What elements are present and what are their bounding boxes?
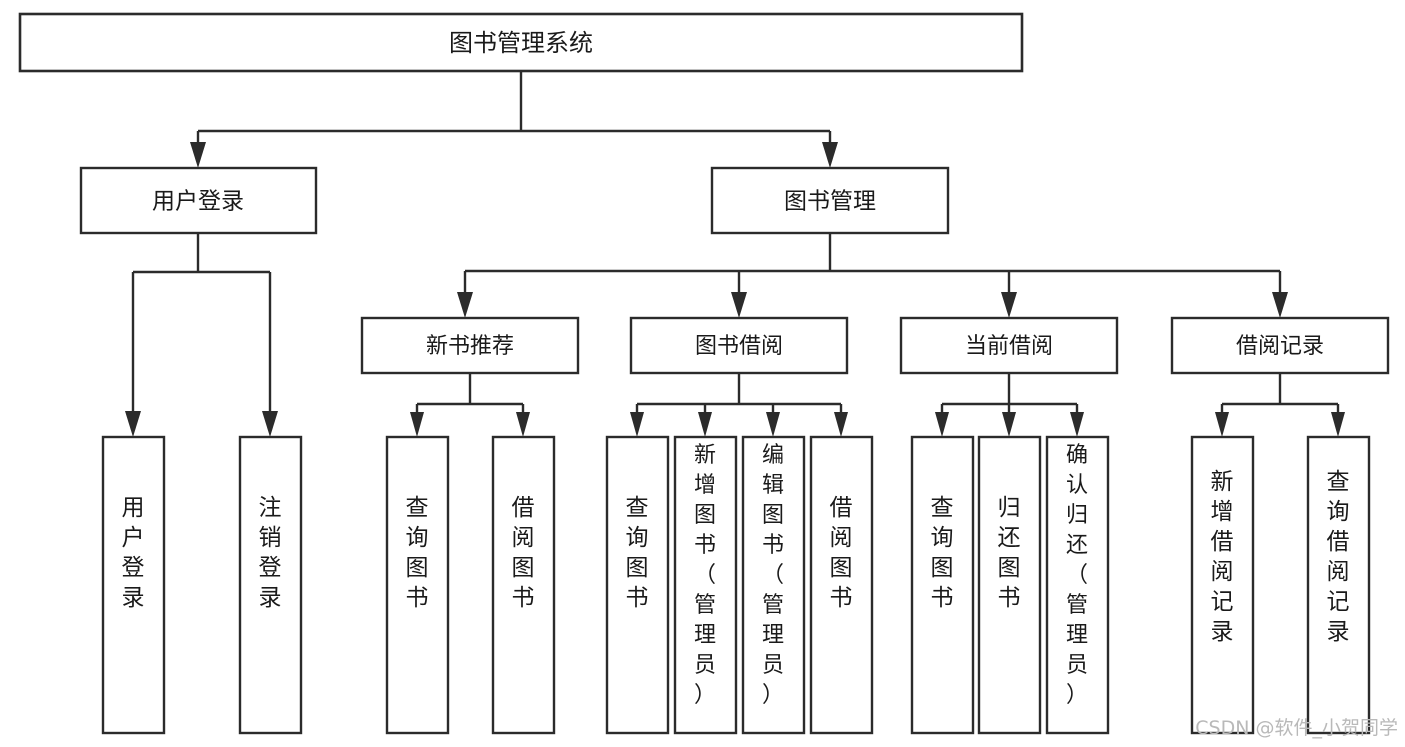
node-book-borrow-box[interactable] bbox=[629, 316, 849, 375]
node-borrow-record-label: 借阅记录 bbox=[1236, 334, 1324, 359]
arrowhead-leaf-add-book bbox=[698, 412, 712, 437]
leaf-return-book-box[interactable] bbox=[977, 435, 1042, 735]
leaf-add-book[interactable]: 新增图书（管理员） bbox=[673, 435, 738, 735]
arrowhead-leaf-query-record bbox=[1331, 412, 1345, 437]
leaf-query-book-3[interactable]: 查询图书 bbox=[910, 435, 975, 735]
node-new-book-recommend-box[interactable] bbox=[360, 316, 580, 375]
leaf-query-record-box[interactable] bbox=[1306, 435, 1371, 735]
leaf-user-login-box[interactable] bbox=[101, 435, 166, 735]
leaf-add-book-box[interactable] bbox=[673, 435, 738, 735]
node-book-borrow-label: 图书借阅 bbox=[695, 334, 783, 359]
leaf-confirm-return-box[interactable] bbox=[1045, 435, 1110, 735]
arrowhead-leaf-query-book-3 bbox=[935, 412, 949, 437]
connector-layer bbox=[125, 71, 1345, 437]
arrowhead-leaf-borrow-book-2 bbox=[834, 412, 848, 437]
arrowhead-leaf-return-book bbox=[1002, 412, 1016, 437]
leaf-query-record-label: 查询借阅记录 bbox=[1327, 469, 1350, 645]
node-user-login-box[interactable] bbox=[79, 166, 318, 235]
arrowhead-borrow-record bbox=[1272, 292, 1288, 318]
leaf-query-book-1-box[interactable] bbox=[385, 435, 450, 735]
leaf-borrow-book-1[interactable]: 借阅图书 bbox=[491, 435, 556, 735]
node-root[interactable]: 图书管理系统 bbox=[18, 12, 1024, 73]
node-root-box[interactable] bbox=[18, 12, 1024, 73]
leaf-borrow-book-1-label: 借阅图书 bbox=[512, 495, 535, 611]
node-borrow-record[interactable]: 借阅记录 bbox=[1170, 316, 1390, 375]
leaf-return-book[interactable]: 归还图书 bbox=[977, 435, 1042, 735]
leaf-query-record[interactable]: 查询借阅记录 bbox=[1306, 435, 1371, 735]
leaf-user-logout-box[interactable] bbox=[238, 435, 303, 735]
leaf-edit-book[interactable]: 编辑图书（管理员） bbox=[741, 435, 806, 735]
leaf-add-book-label: 新增图书（管理员） bbox=[694, 443, 716, 708]
leaf-borrow-book-2-box[interactable] bbox=[809, 435, 874, 735]
node-current-borrow[interactable]: 当前借阅 bbox=[899, 316, 1119, 375]
leaf-borrow-book-2-label: 借阅图书 bbox=[830, 495, 853, 611]
node-current-borrow-label: 当前借阅 bbox=[965, 334, 1053, 359]
node-new-book-recommend-label: 新书推荐 bbox=[426, 334, 514, 359]
node-book-manage-label: 图书管理 bbox=[784, 189, 876, 215]
arrowhead-leaf-user-logout bbox=[262, 411, 278, 437]
leaf-query-book-2[interactable]: 查询图书 bbox=[605, 435, 670, 735]
arrowhead-leaf-edit-book bbox=[766, 412, 780, 437]
node-user-login[interactable]: 用户登录 bbox=[79, 166, 318, 235]
leaf-query-book-2-label: 查询图书 bbox=[626, 495, 649, 611]
node-book-borrow[interactable]: 图书借阅 bbox=[629, 316, 849, 375]
leaf-user-login-label: 用户登录 bbox=[122, 495, 145, 611]
leaf-confirm-return-label: 确认归还（管理员） bbox=[1066, 443, 1088, 708]
leaf-user-logout-label: 注销登录 bbox=[259, 495, 282, 611]
arrowhead-new-book-recommend bbox=[457, 292, 473, 318]
leaf-confirm-return[interactable]: 确认归还（管理员） bbox=[1045, 435, 1110, 735]
node-book-manage[interactable]: 图书管理 bbox=[710, 166, 950, 235]
leaf-user-login[interactable]: 用户登录 bbox=[101, 435, 166, 735]
arrowhead-book-manage bbox=[822, 142, 838, 168]
node-root-label: 图书管理系统 bbox=[449, 29, 593, 57]
leaf-borrow-book-2[interactable]: 借阅图书 bbox=[809, 435, 874, 735]
leaf-borrow-book-1-box[interactable] bbox=[491, 435, 556, 735]
leaf-query-book-2-box[interactable] bbox=[605, 435, 670, 735]
leaf-query-book-1-label: 查询图书 bbox=[406, 495, 429, 611]
leaf-add-record[interactable]: 新增借阅记录 bbox=[1190, 435, 1255, 735]
node-user-login-label: 用户登录 bbox=[152, 189, 244, 215]
node-borrow-record-box[interactable] bbox=[1170, 316, 1390, 375]
node-new-book-recommend[interactable]: 新书推荐 bbox=[360, 316, 580, 375]
arrowhead-leaf-user-login bbox=[125, 411, 141, 437]
leaf-edit-book-box[interactable] bbox=[741, 435, 806, 735]
arrowhead-book-borrow bbox=[731, 292, 747, 318]
leaf-user-logout[interactable]: 注销登录 bbox=[238, 435, 303, 735]
node-current-borrow-box[interactable] bbox=[899, 316, 1119, 375]
arrowhead-leaf-query-book-2 bbox=[630, 412, 644, 437]
leaf-query-book-3-box[interactable] bbox=[910, 435, 975, 735]
csdn-watermark: CSDN @软件_小贺同学 bbox=[1195, 717, 1398, 739]
arrowhead-leaf-add-record bbox=[1215, 412, 1229, 437]
leaf-edit-book-label: 编辑图书（管理员） bbox=[762, 443, 784, 708]
leaf-return-book-label: 归还图书 bbox=[998, 495, 1021, 611]
node-book-manage-box[interactable] bbox=[710, 166, 950, 235]
arrowhead-leaf-borrow-book-1 bbox=[516, 412, 530, 437]
arrowhead-leaf-query-book-1 bbox=[410, 412, 424, 437]
leaf-add-record-box[interactable] bbox=[1190, 435, 1255, 735]
leaf-query-book-1[interactable]: 查询图书 bbox=[385, 435, 450, 735]
leaf-add-record-label: 新增借阅记录 bbox=[1211, 469, 1234, 645]
arrowhead-user-login bbox=[190, 142, 206, 168]
arrowhead-leaf-confirm-return bbox=[1070, 412, 1084, 437]
arrowhead-current-borrow bbox=[1001, 292, 1017, 318]
leaf-query-book-3-label: 查询图书 bbox=[931, 495, 954, 611]
